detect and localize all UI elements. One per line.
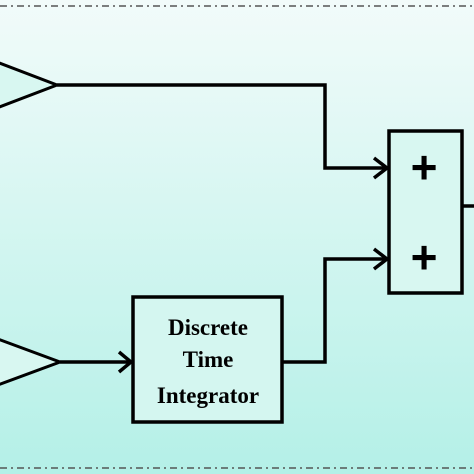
integrator-label-line2: Time <box>183 347 234 372</box>
arrowhead-sum-input-1 <box>372 156 390 180</box>
integrator-label-line1: Discrete <box>168 315 248 340</box>
sum-sign-plus-1: + <box>411 141 438 193</box>
gain-block-top[interactable] <box>0 48 62 122</box>
arrowhead-integrator-input <box>117 350 134 374</box>
integrator-label-line3: Integrator <box>157 383 259 408</box>
sum-sign-plus-2: + <box>411 231 438 283</box>
sum-block[interactable] <box>387 129 464 295</box>
signal-line-top <box>57 83 385 170</box>
arrowhead-sum-input-2 <box>372 247 390 271</box>
gain-block-bottom[interactable] <box>0 325 65 399</box>
signal-line-integrator-to-sum <box>282 257 385 364</box>
discrete-time-integrator-block[interactable] <box>131 295 284 424</box>
